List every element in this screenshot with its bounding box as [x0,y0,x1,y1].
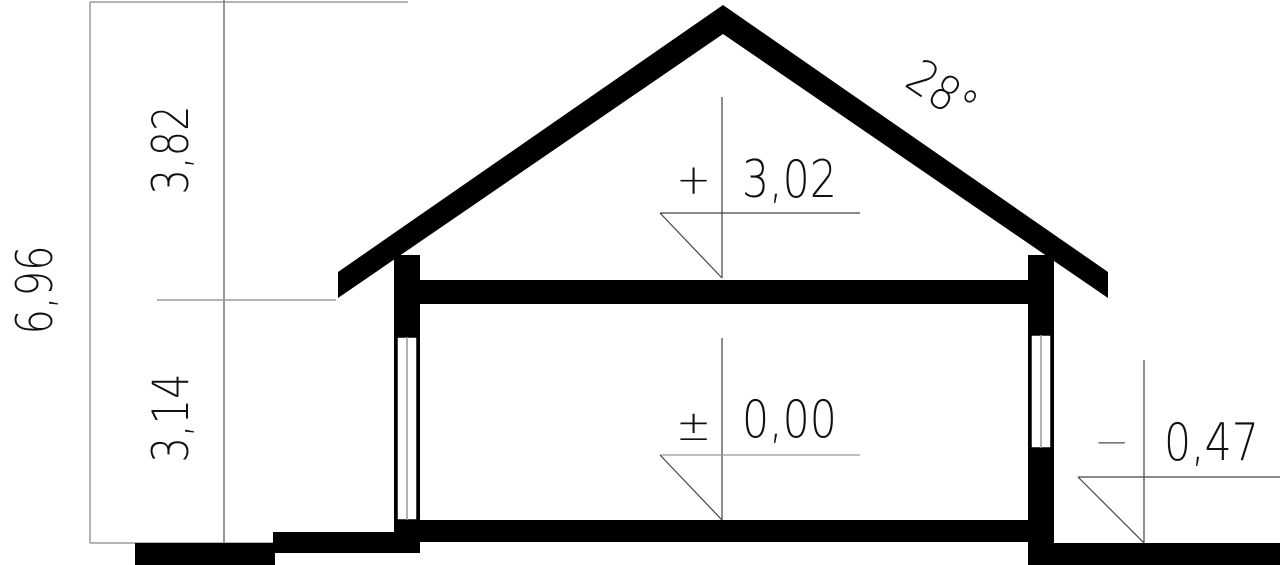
ground [135,532,1280,565]
roof [338,5,1108,298]
dimension-lines [89,0,408,544]
level-value: 0,47 [1164,413,1259,473]
ceiling-slab [420,280,1028,304]
left-wall [394,255,420,553]
roof-pitch-label: 28° [896,48,987,135]
level-marker-terrain: − 0,47 [1077,360,1280,544]
level-marker-attic: + 3,02 [659,97,860,279]
dimension-upper-height: 3,82 [142,105,201,194]
level-marker-ground-floor: ± 0,00 [659,338,860,521]
level-sign: − [1094,417,1129,466]
level-value: 3,02 [742,150,837,210]
dimension-total-height: 6,96 [6,245,65,334]
floor-slab [394,520,1054,542]
level-sign: ± [676,401,711,450]
dimension-lower-height: 3,14 [142,373,201,462]
level-sign: + [676,155,711,204]
level-value: 0,00 [742,390,837,450]
right-wall [1028,255,1054,565]
